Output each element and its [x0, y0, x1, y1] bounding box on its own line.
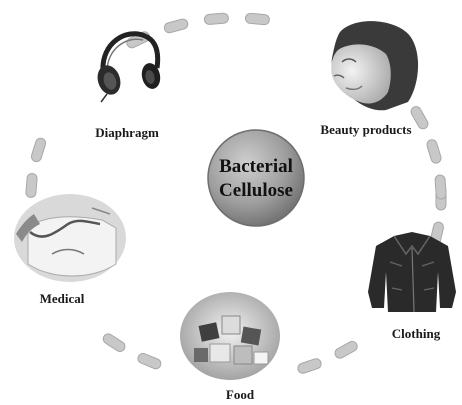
ring-dash	[204, 13, 229, 25]
ring-dash	[136, 352, 162, 370]
face-mask-icon	[331, 21, 418, 110]
ring-dash	[30, 137, 47, 163]
center-title-line-1: Bacterial	[219, 156, 293, 177]
ring-dash	[297, 357, 323, 374]
wound-dressing-icon	[14, 194, 126, 282]
label-medical: Medical	[40, 291, 85, 306]
ring-dash	[409, 105, 430, 131]
food-cubes-icon	[180, 292, 280, 380]
ring-dash	[101, 332, 127, 353]
ring-dash	[26, 173, 38, 198]
label-clothing: Clothing	[392, 326, 441, 341]
label-beauty-products: Beauty products	[320, 122, 411, 137]
ring-dash	[163, 18, 189, 34]
ring-dash	[426, 138, 443, 164]
ring-dash	[245, 13, 270, 25]
label-food: Food	[226, 387, 255, 402]
center-circle	[208, 130, 304, 226]
label-diaphragm: Diaphragm	[95, 125, 159, 140]
leather-jacket-icon	[368, 232, 456, 312]
center-title-line-2: Cellulose	[219, 180, 293, 201]
ring-dash	[333, 340, 359, 360]
ring-dash	[435, 175, 447, 200]
